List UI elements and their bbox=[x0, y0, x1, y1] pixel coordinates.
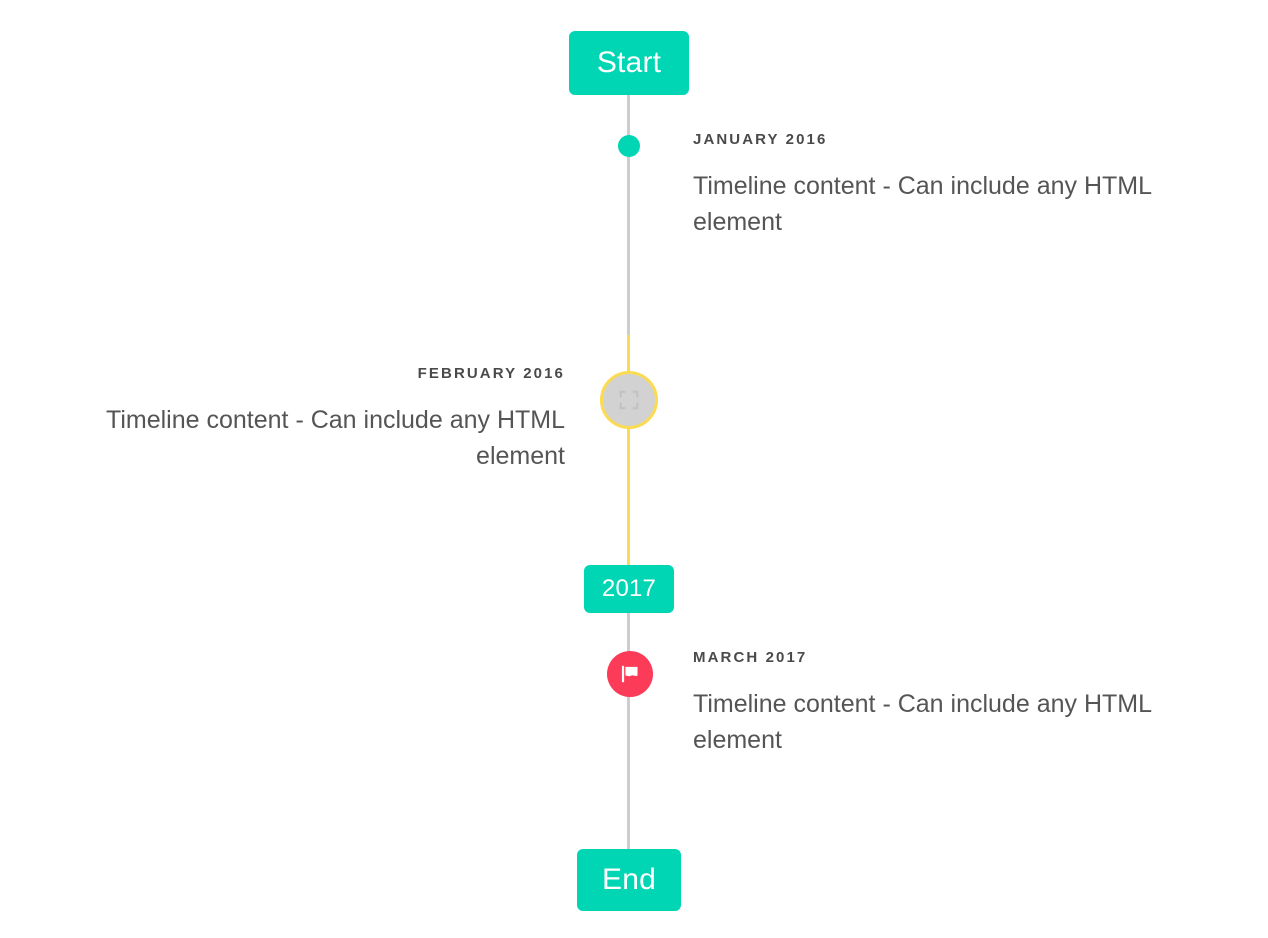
timeline-entry-date: February 2016 bbox=[417, 365, 565, 382]
milestone-badge-year[interactable]: 2017 bbox=[584, 565, 674, 613]
milestone-badge-end[interactable]: End bbox=[577, 849, 681, 911]
timeline-entry-body: Timeline content - Can include any HTML … bbox=[693, 690, 1152, 754]
timeline-marker-teal-dot[interactable] bbox=[618, 135, 640, 157]
timeline-entry-march: March 2017 Timeline content - Can includ… bbox=[693, 649, 1233, 758]
timeline-entry-january: January 2016 Timeline content - Can incl… bbox=[693, 131, 1233, 240]
timeline-entry-date: March 2017 bbox=[693, 649, 808, 666]
milestone-badge-start[interactable]: Start bbox=[569, 31, 689, 95]
timeline-entry-body: Timeline content - Can include any HTML … bbox=[693, 172, 1152, 236]
timeline-rail-top bbox=[627, 95, 630, 335]
timeline-rail-bottom bbox=[627, 613, 630, 853]
timeline-marker-flag[interactable] bbox=[607, 651, 653, 697]
timeline-entry-body: Timeline content - Can include any HTML … bbox=[106, 406, 565, 470]
timeline-entry-date: January 2016 bbox=[693, 131, 828, 148]
broken-image-icon bbox=[619, 390, 639, 410]
timeline-entry-february: February 2016 Timeline content - Can inc… bbox=[25, 365, 565, 474]
timeline-marker-image-placeholder[interactable] bbox=[600, 371, 658, 429]
timeline-rail-highlight bbox=[627, 335, 630, 565]
flag-icon bbox=[621, 665, 638, 683]
